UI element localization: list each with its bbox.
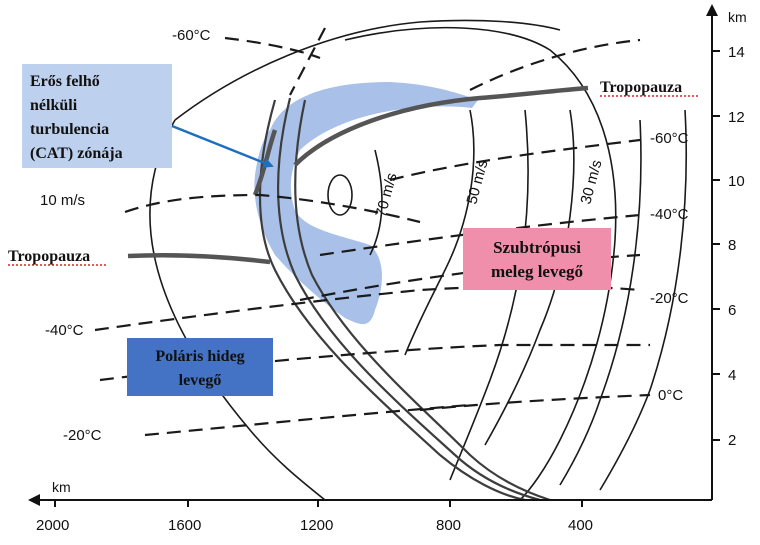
wind-speed-label-30: 30 m/s (577, 158, 605, 206)
y-tick-label: 12 (728, 109, 745, 126)
tropopause-left-line (127, 253, 271, 265)
isotach-50 (404, 109, 475, 356)
cat-zone-label-line: Erős felhő (30, 73, 100, 90)
y-tick-label: 4 (728, 367, 736, 384)
tropopause-label-right: Tropopauza (600, 79, 682, 96)
isotherm-line-60-right (469, 38, 641, 91)
wind-speed-label-10: 10 m/s (40, 192, 85, 209)
y-axis-unit: km (728, 9, 747, 25)
isotherm-label-right: -40°C (650, 206, 689, 223)
x-axis-arrow (28, 494, 40, 506)
isotherm-label-left: -40°C (45, 322, 84, 339)
y-tick-label: 2 (728, 432, 736, 449)
isotherm-label-left: -60°C (172, 27, 211, 44)
x-tick-label: 2000 (36, 517, 69, 534)
isotherm-line-60-left (224, 36, 321, 60)
polar-label-line: levegő (179, 372, 222, 389)
isotherm-label-right: 0°C (658, 387, 683, 404)
x-tick-label: 800 (436, 517, 461, 534)
x-tick-label: 1200 (300, 517, 333, 534)
tropopause-label-left: Tropopauza (8, 248, 90, 265)
cat-zone-shading (254, 82, 478, 325)
isotherm-line-0 (419, 393, 651, 412)
y-tick-label: 8 (728, 237, 736, 254)
cat-pointer-arrow (171, 124, 274, 168)
tropopause-right-line (293, 85, 589, 167)
front-line-3 (294, 99, 551, 502)
jet-core-ellipse (327, 174, 353, 216)
y-tick-label: 10 (728, 173, 745, 190)
subtropical-label-line: meleg levegő (491, 262, 584, 281)
isotherm-line-mid-high (389, 138, 641, 182)
isotach-arc-2 (344, 26, 617, 501)
y-tick-label: 6 (728, 302, 736, 319)
front-line-2 (277, 97, 541, 502)
isotherm-line-upper (289, 27, 326, 96)
isotherm-label-left: -20°C (63, 427, 102, 444)
cat-zone-label-line: turbulencia (30, 121, 109, 138)
right-curve-2 (559, 119, 642, 486)
subtropical-label-box (463, 228, 611, 290)
isotherm-label-right: -60°C (650, 130, 689, 147)
subtropical-label-line: Szubtrópusi (493, 238, 581, 257)
right-curve-1 (599, 109, 688, 491)
outer-arc (174, 19, 561, 121)
y-axis-arrow (706, 4, 718, 16)
y-tick-label: 14 (728, 44, 745, 61)
isotherm-line-10ms (124, 193, 421, 224)
polar-label-box (127, 338, 273, 396)
isotach-70 (369, 149, 383, 256)
x-tick-label: 1600 (168, 517, 201, 534)
cat-zone-label-box (22, 64, 172, 168)
isotach-30 (484, 109, 575, 446)
isotherm-line-20-left (144, 403, 471, 437)
wind-speed-label-70: 70 m/s (372, 171, 400, 219)
right-curve-3 (449, 109, 529, 481)
isotherm-line-40-left (94, 285, 641, 332)
cat-zone-label-line: (CAT) zónája (30, 145, 123, 162)
front-line-1 (258, 99, 526, 502)
cat-zone-label-line: nélküli (30, 97, 78, 114)
x-axis-unit: km (52, 479, 71, 495)
x-tick-label: 400 (568, 517, 593, 534)
isotherm-label-right: -20°C (650, 290, 689, 307)
wind-speed-label-50: 50 m/s (463, 158, 491, 206)
polar-label-line: Poláris hideg (155, 348, 244, 365)
